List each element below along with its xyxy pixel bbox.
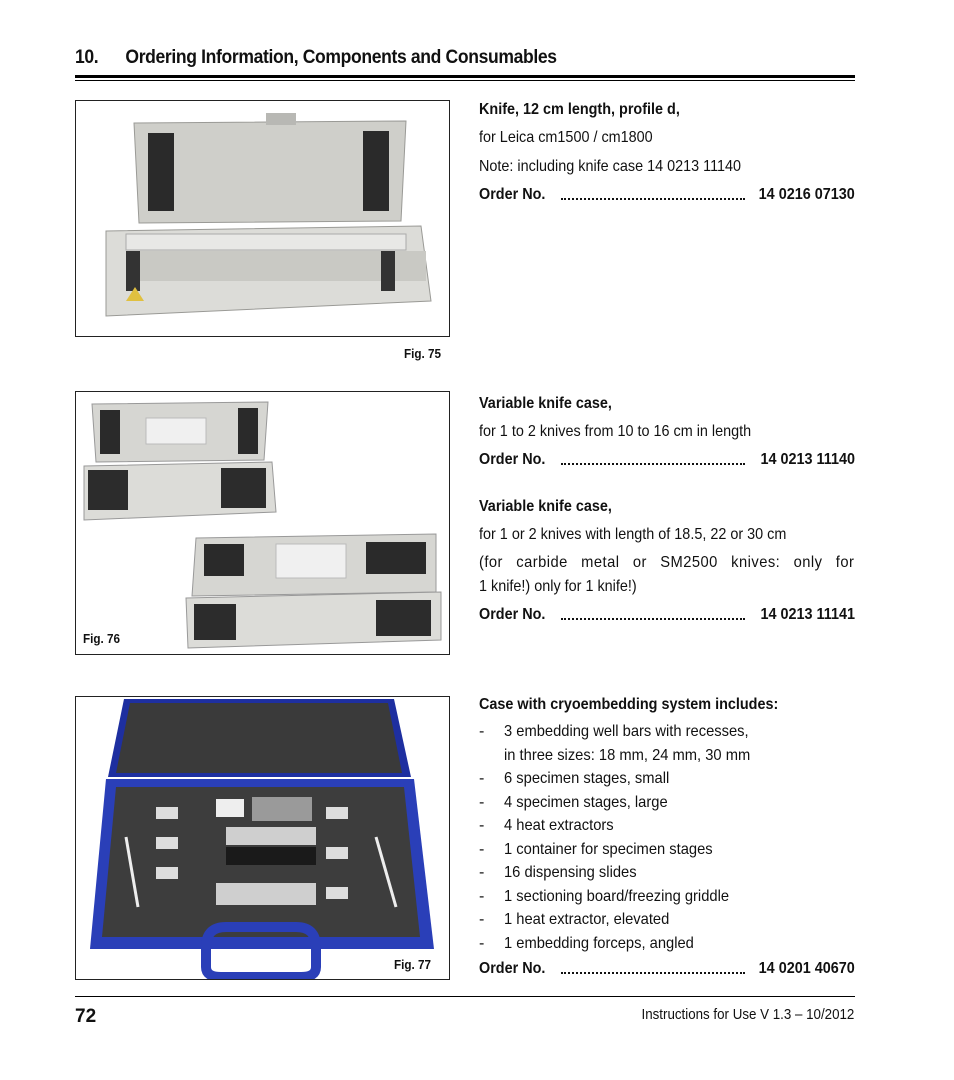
item-title: Knife, 12 cm length, profile d,: [479, 101, 680, 118]
section-number: 10.: [75, 46, 99, 68]
component-list: -3 embedding well bars with recesses, in…: [479, 720, 855, 955]
item-cryoembedding-case: Case with cryoembedding system includes:…: [479, 694, 855, 981]
item-line: Note: including knife case 14 0213 11140: [479, 158, 742, 175]
list-item: -1 sectioning board/freezing griddle: [479, 887, 730, 905]
list-item: -1 container for specimen stages: [479, 840, 713, 858]
item-line: for Leica cm1500 / cm1800: [479, 129, 653, 146]
list-item: -6 specimen stages, small: [479, 770, 670, 787]
list-item: -3 embedding well bars with recesses,: [479, 723, 749, 740]
order-number-row: Order No. 14 0213 11141: [479, 603, 855, 627]
list-item: -4 specimen stages, large: [479, 793, 668, 811]
order-number: 14 0213 11141: [760, 606, 855, 623]
page-number: 72: [75, 1006, 97, 1027]
cryoembedding-case-image: [90, 699, 434, 979]
list-item: -1 heat extractor, elevated: [479, 911, 670, 928]
section-title: 10. Ordering Information, Components and …: [75, 46, 777, 69]
item-variable-knife-case-10-16: Variable knife case, for 1 to 2 knives f…: [479, 393, 855, 472]
header-rule-thin: [75, 80, 855, 81]
item-title: Case with cryoembedding system includes:: [479, 696, 779, 713]
order-label: Order No.: [479, 451, 546, 468]
list-item: -4 heat extractors: [479, 817, 614, 834]
item-title: Variable knife case,: [479, 498, 612, 515]
figure-75-knife-case: [75, 100, 450, 337]
figure-77-caption: Fig. 77: [394, 957, 432, 972]
item-line: 1 knife!) only for 1 knife!): [479, 578, 637, 595]
order-label: Order No.: [479, 606, 546, 623]
figure-75-caption: Fig. 75: [404, 346, 442, 361]
header-rule-thick: [75, 75, 855, 78]
item-title: Variable knife case,: [479, 395, 612, 412]
section-title-text: Ordering Information, Components and Con…: [125, 46, 557, 68]
order-label: Order No.: [479, 960, 546, 977]
figure-77-cryoembedding-case: [75, 696, 450, 980]
order-number: 14 0213 11140: [760, 451, 855, 468]
list-item: -16 dispensing slides: [479, 864, 637, 881]
footer-rule: [75, 996, 855, 997]
order-number-row: Order No. 14 0201 40670: [479, 957, 855, 981]
item-line: for 1 or 2 knives with length of 18.5, 2…: [479, 526, 787, 543]
item-line: (for carbide metal or SM2500 knives: onl…: [479, 554, 855, 571]
section-header: 10. Ordering Information, Components and …: [75, 46, 855, 69]
figure-76-caption: Fig. 76: [83, 631, 121, 646]
order-label: Order No.: [479, 186, 546, 203]
item-line: for 1 to 2 knives from 10 to 16 cm in le…: [479, 423, 752, 440]
leader-dots: [561, 972, 745, 974]
order-number-row: Order No. 14 0216 07130: [479, 183, 855, 207]
leader-dots: [561, 198, 745, 200]
order-number: 14 0216 07130: [758, 186, 855, 203]
list-item: -1 embedding forceps, angled: [479, 934, 694, 952]
figure-76-variable-knife-case: [75, 391, 450, 655]
footer-document-version: Instructions for Use V 1.3 – 10/2012: [641, 1007, 854, 1023]
leader-dots: [561, 618, 745, 620]
list-item-continuation: in three sizes: 18 mm, 24 mm, 30 mm: [504, 746, 751, 764]
variable-knife-case-image: [83, 401, 442, 649]
order-number: 14 0201 40670: [758, 960, 855, 977]
knife-case-image: [105, 113, 432, 317]
leader-dots: [561, 463, 745, 465]
item-knife-12cm: Knife, 12 cm length, profile d, for Leic…: [479, 99, 855, 207]
order-number-row: Order No. 14 0213 11140: [479, 448, 855, 472]
item-variable-knife-case-18-30: Variable knife case, for 1 or 2 knives w…: [479, 496, 855, 627]
